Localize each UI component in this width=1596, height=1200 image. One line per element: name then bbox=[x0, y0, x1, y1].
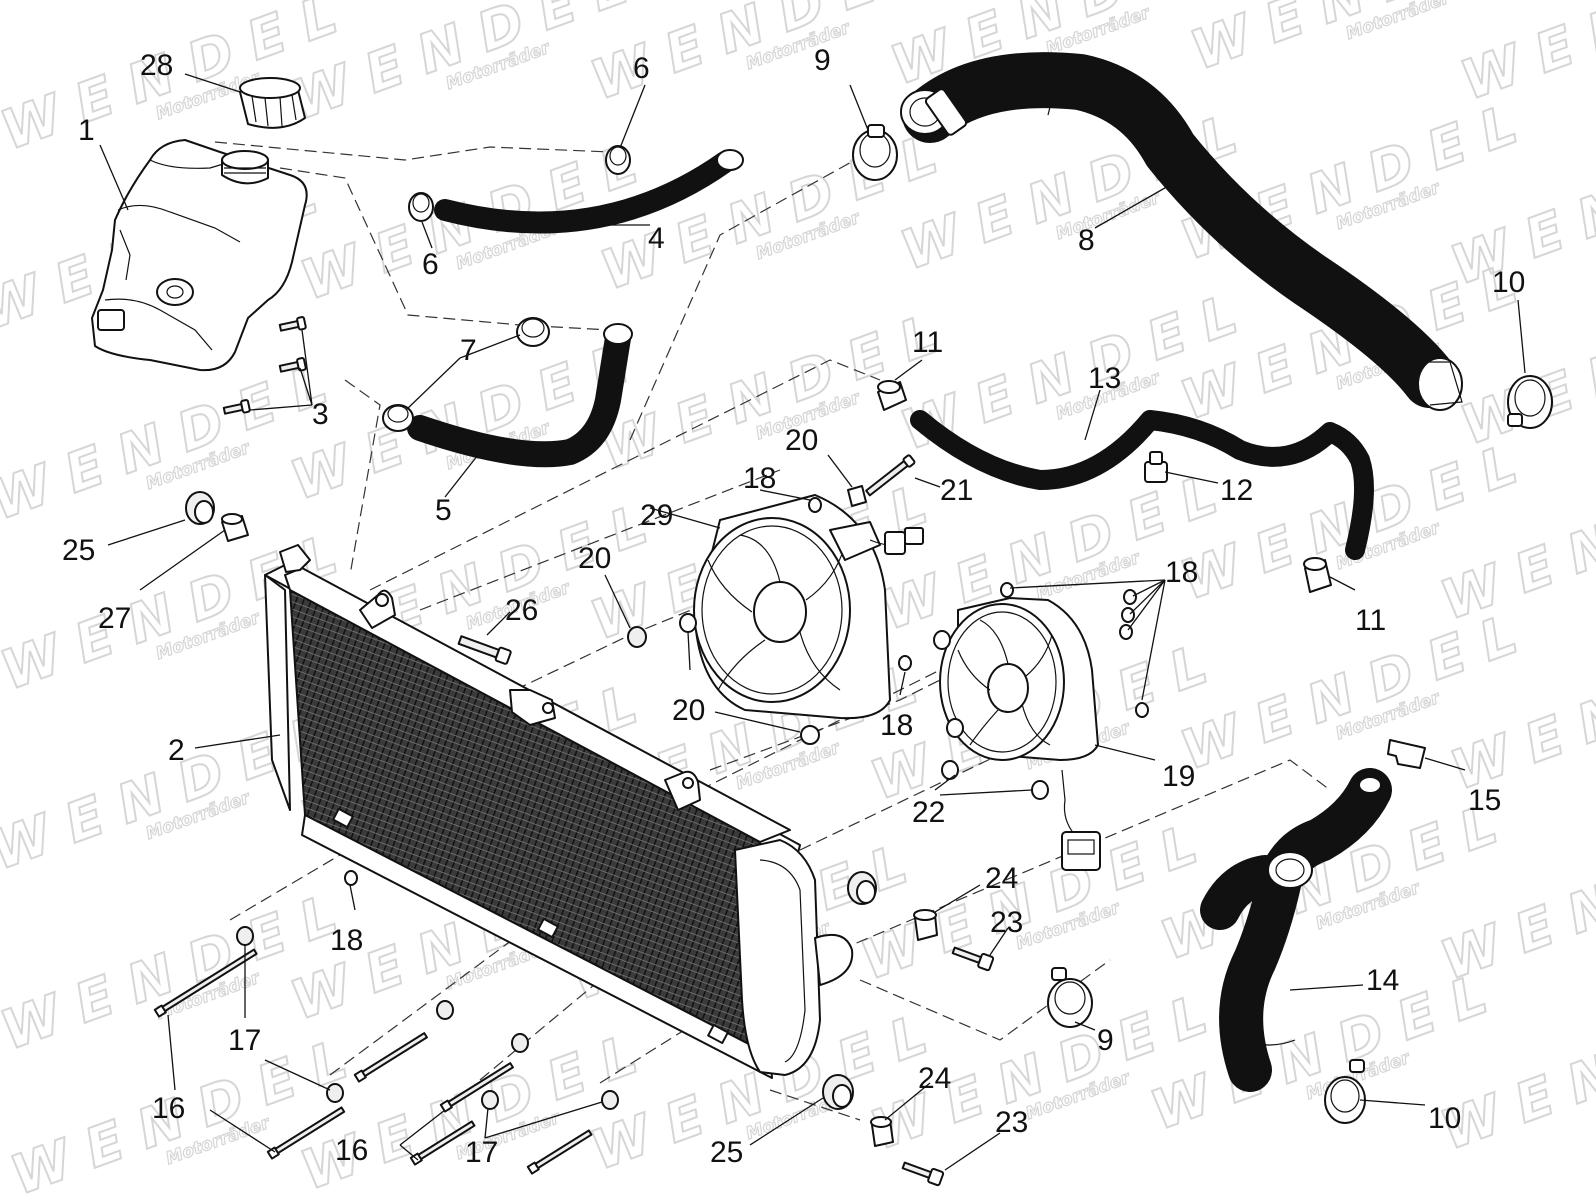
callout-1: 1 bbox=[78, 114, 95, 147]
cooling-fan-29 bbox=[693, 494, 924, 720]
callout-12: 12 bbox=[1220, 474, 1253, 507]
watermark-brand: W E N D E L bbox=[293, 1023, 645, 1200]
radiator bbox=[264, 544, 854, 1079]
clip-15 bbox=[1387, 739, 1426, 769]
upper-radiator-hose bbox=[900, 52, 1463, 411]
callout-28: 28 bbox=[140, 49, 173, 82]
callout-18d: 18 bbox=[330, 924, 363, 957]
callout-23a: 23 bbox=[990, 906, 1023, 939]
callout-7: 7 bbox=[460, 334, 477, 367]
callout-4: 4 bbox=[648, 222, 665, 255]
leader-lines bbox=[99, 73, 1526, 1171]
overflow-hose bbox=[434, 149, 744, 234]
lower-radiator-hose bbox=[1200, 768, 1392, 1092]
callout-2: 2 bbox=[168, 734, 185, 767]
callout-14: 14 bbox=[1366, 964, 1399, 997]
hose-clamps-6-7 bbox=[382, 145, 631, 432]
tank-cap bbox=[239, 77, 306, 129]
callout-24b: 24 bbox=[918, 1062, 951, 1095]
callout-13: 13 bbox=[1088, 362, 1121, 395]
callout-5: 5 bbox=[435, 494, 452, 527]
connector-12 bbox=[1144, 451, 1168, 483]
callout-26: 26 bbox=[505, 594, 538, 627]
callout-21: 21 bbox=[940, 474, 973, 507]
callout-15: 15 bbox=[1468, 784, 1501, 817]
callout-27: 27 bbox=[98, 602, 131, 635]
cooling-fan-19 bbox=[939, 597, 1101, 871]
callout-9a: 9 bbox=[814, 44, 831, 77]
callout-11b: 11 bbox=[1355, 604, 1386, 637]
callout-9b: 9 bbox=[1097, 1024, 1114, 1057]
callout-29: 29 bbox=[640, 499, 673, 532]
callout-20a: 20 bbox=[785, 424, 818, 457]
bent-hose bbox=[407, 323, 633, 468]
watermark-brand: W E N D E L bbox=[853, 813, 1205, 993]
callout-22: 22 bbox=[912, 796, 945, 829]
grommets-and-bushes bbox=[185, 491, 877, 1110]
callout-6b: 6 bbox=[422, 248, 439, 281]
callout-18a: 18 bbox=[743, 462, 776, 495]
callout-18c: 18 bbox=[1165, 556, 1198, 589]
callout-11a: 11 bbox=[912, 326, 943, 359]
callout-17a: 17 bbox=[228, 1024, 261, 1057]
callout-20c: 20 bbox=[672, 694, 705, 727]
tank-screws bbox=[222, 316, 307, 415]
callout-19: 19 bbox=[1162, 760, 1195, 793]
watermark-brand: W E N D E L bbox=[0, 353, 335, 533]
callout-17b: 17 bbox=[465, 1136, 498, 1169]
callout-20b: 20 bbox=[578, 542, 611, 575]
callout-18b: 18 bbox=[880, 709, 913, 742]
callout-labels: 1 2 3 4 5 6 6 7 8 9 9 10 10 11 11 12 13 … bbox=[62, 44, 1525, 1169]
callout-16b: 16 bbox=[335, 1134, 368, 1167]
callout-10b: 10 bbox=[1428, 1102, 1461, 1135]
bypass-hose bbox=[910, 410, 1374, 560]
spring-clamps-9-10 bbox=[852, 124, 1553, 1124]
callout-10a: 10 bbox=[1492, 266, 1525, 299]
callout-25b: 25 bbox=[710, 1136, 743, 1169]
callout-16a: 16 bbox=[152, 1092, 185, 1125]
expansion-tank bbox=[91, 139, 308, 372]
callout-6a: 6 bbox=[633, 52, 650, 85]
callout-24a: 24 bbox=[985, 862, 1018, 895]
callout-8: 8 bbox=[1078, 224, 1095, 257]
callout-25a: 25 bbox=[62, 534, 95, 567]
callout-3: 3 bbox=[312, 398, 329, 431]
watermark-brand: W E N D E L bbox=[1453, 0, 1596, 112]
callout-23b: 23 bbox=[995, 1106, 1028, 1139]
hose-sleeves-11 bbox=[877, 380, 1332, 593]
